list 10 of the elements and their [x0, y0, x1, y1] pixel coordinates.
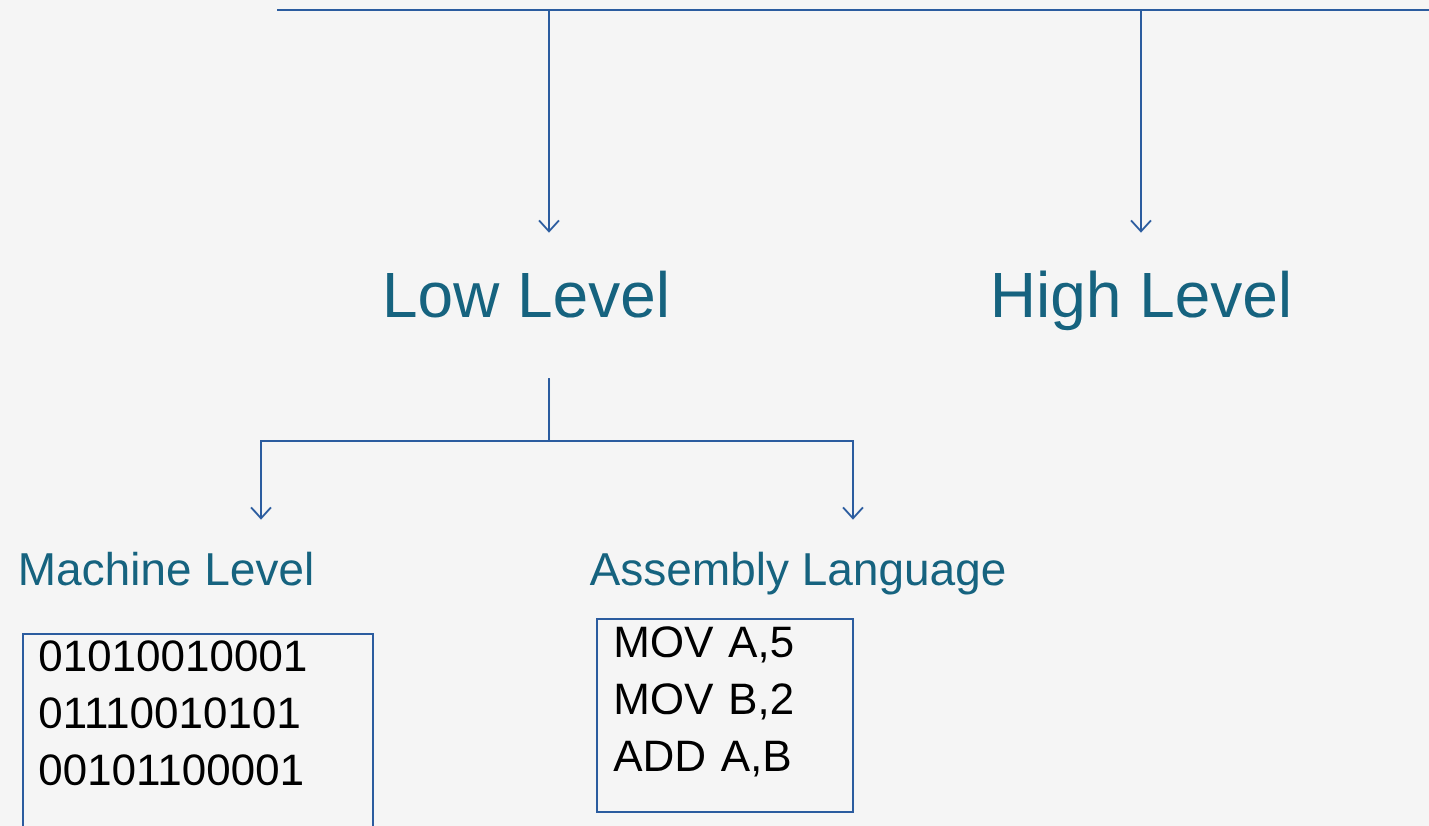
arrow — [548, 377, 864, 520]
code-box: 01010010001 01110010101 00101100001 — [22, 633, 374, 826]
level-heading: Low Level — [387, 270, 666, 318]
level-heading: Assembly Language — [589, 551, 1005, 595]
code-box: MOV A,5 MOV B,2 ADD A,B — [596, 618, 854, 813]
level-heading: Machine Level — [21, 551, 312, 586]
arrow — [538, 9, 560, 233]
arrow — [1130, 9, 1152, 233]
bus-line — [276, 9, 1429, 11]
level-heading: High Level — [995, 270, 1288, 331]
